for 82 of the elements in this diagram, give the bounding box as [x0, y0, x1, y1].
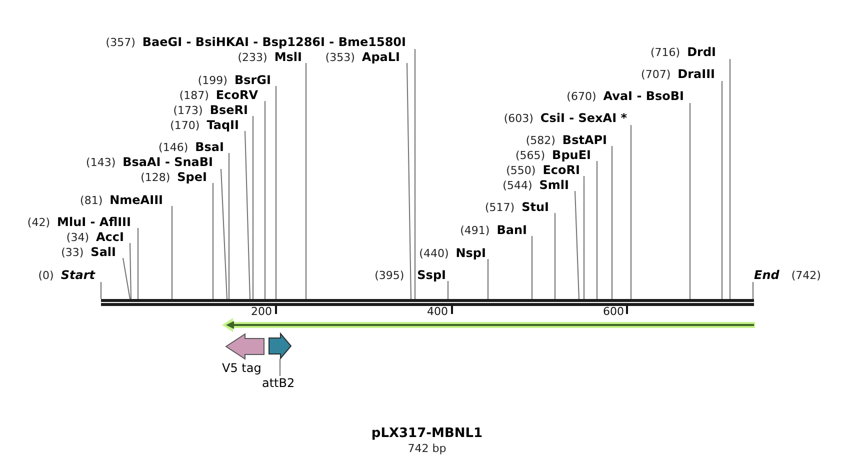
- site-position: (170): [170, 119, 200, 132]
- site-position: (603): [504, 112, 534, 125]
- enzyme-name: DrdI: [687, 45, 716, 59]
- site-position: (187): [179, 89, 209, 102]
- enzyme-name: SpeI: [177, 170, 207, 184]
- site-position: (199): [198, 74, 228, 87]
- site-position: (395): [374, 269, 404, 282]
- leader-line: [212, 182, 214, 300]
- map-title: pLX317-MBNL1: [371, 426, 483, 442]
- site-position: (33): [61, 246, 84, 259]
- site-position: (81): [80, 194, 103, 207]
- enzyme-name: EcoRV: [216, 88, 258, 102]
- leader-line: [574, 190, 580, 300]
- site-position: (173): [173, 104, 203, 117]
- leader-line: [554, 212, 556, 300]
- site-position: (143): [86, 156, 116, 169]
- site-position: (550): [506, 164, 536, 177]
- site-position: (357): [106, 36, 136, 49]
- site-position: (670): [566, 90, 596, 103]
- site-position: (742): [791, 269, 821, 282]
- enzyme-name: BseRI: [210, 103, 248, 117]
- leader-line: [406, 62, 412, 300]
- enzyme-name: SspI: [417, 268, 446, 282]
- leader-line: [130, 242, 132, 300]
- enzyme-name: TaqII: [206, 118, 239, 132]
- site-position: (233): [238, 51, 268, 64]
- enzyme-name: BsrGI: [234, 73, 271, 87]
- sequence-length: 742 bp: [408, 442, 446, 456]
- tick-label: 600: [603, 305, 624, 319]
- site-position: (544): [502, 179, 532, 192]
- site-position: (353): [325, 51, 355, 64]
- leader-line: [122, 258, 130, 300]
- feature-annotation: [268, 332, 292, 360]
- enzyme-name: DraIII: [678, 67, 715, 81]
- enzyme-name: ApaLI: [362, 50, 400, 64]
- leader-line: [100, 282, 102, 300]
- leader-line: [596, 160, 598, 300]
- enzyme-name: SmlI: [539, 178, 569, 192]
- enzyme-name: AccI: [96, 230, 124, 244]
- enzyme-name: NmeAIII: [110, 193, 163, 207]
- site-position: (0): [38, 269, 54, 282]
- leader-line: [264, 100, 266, 300]
- enzyme-name: BstAPI: [562, 133, 607, 147]
- site-position: (716): [650, 46, 680, 59]
- enzyme-name: CsiI - SexAI *: [540, 111, 627, 125]
- feature-label: V5 tag: [222, 361, 262, 375]
- enzyme-name: BsaI: [195, 140, 224, 154]
- site-position: (34): [66, 231, 90, 244]
- enzyme-name: NspI: [456, 246, 486, 260]
- site-position: (707): [641, 68, 671, 81]
- sequence-end-label: End: [754, 268, 780, 282]
- site-position: (146): [158, 141, 188, 154]
- enzyme-name: AvaI - BsoBI: [603, 89, 684, 103]
- leader-line: [252, 116, 254, 300]
- enzyme-name: StuI: [522, 200, 549, 214]
- tick-label: 200: [251, 305, 272, 319]
- enzyme-name: BanI: [496, 223, 527, 237]
- leader-line: [414, 48, 416, 300]
- site-position: (440): [419, 247, 449, 260]
- sequence-end-label: Start: [60, 268, 95, 282]
- enzyme-name: BsaAI - SnaBI: [122, 155, 213, 169]
- site-position: (517): [485, 201, 515, 214]
- enzyme-name: EcoRI: [542, 163, 580, 177]
- site-position: (582): [526, 134, 556, 147]
- tick-label: 400: [427, 305, 448, 319]
- leader-line: [228, 152, 230, 300]
- site-position: (128): [140, 171, 170, 184]
- leader-line: [220, 168, 228, 300]
- feature-label: attB2: [262, 376, 295, 390]
- enzyme-name: MslI: [274, 50, 302, 64]
- leader-line: [244, 130, 250, 300]
- site-position: (491): [460, 224, 490, 237]
- site-position: (565): [515, 149, 546, 162]
- enzyme-name: BpuEI: [552, 148, 591, 162]
- enzyme-name: MluI - AflIII: [57, 215, 131, 229]
- dna-backbone: [101, 299, 754, 314]
- site-position: (42): [27, 216, 50, 229]
- enzyme-name: BaeGI - BsiHKAI - Bsp1286I - Bme1580I: [142, 35, 406, 49]
- leader-line: [752, 282, 754, 300]
- leader-line: [630, 124, 632, 300]
- enzyme-name: SalI: [90, 245, 116, 259]
- feature-band: [222, 318, 755, 332]
